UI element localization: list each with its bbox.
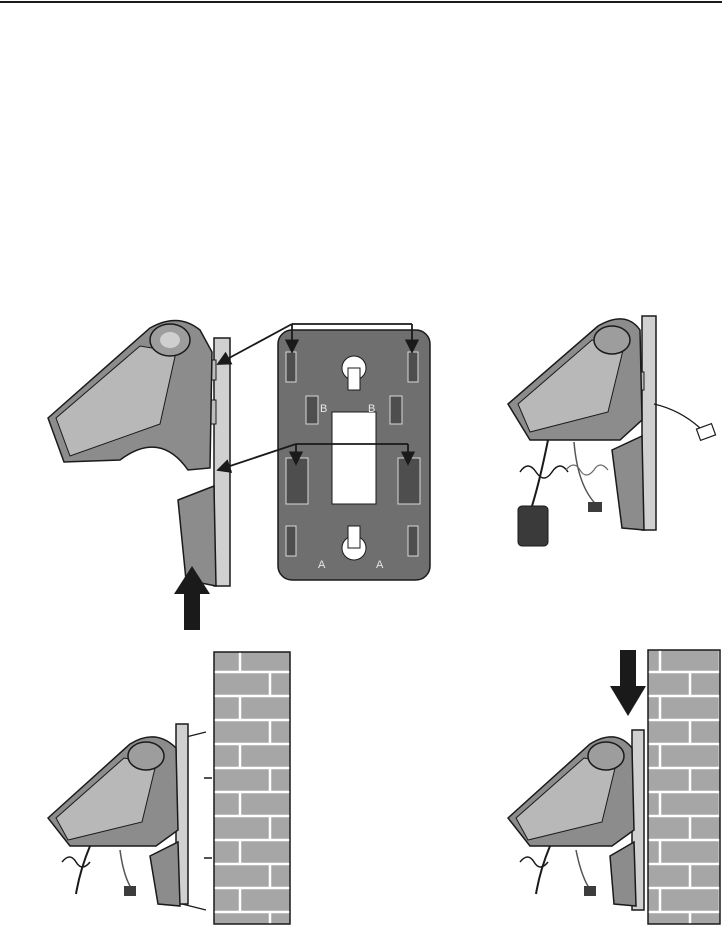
plate-label-b-left: B [320,403,327,415]
step3-base-beside-wall [48,724,212,910]
step2-base-with-cords [508,316,700,530]
step1-base-with-bracket [48,320,230,586]
power-adapter-icon [518,506,548,546]
plate-label-a-left: A [318,559,326,571]
phone-line-plug-icon [696,424,715,441]
plate-label-a-right: A [376,559,384,571]
step4-base-mounted [508,730,644,910]
brick-wall-icon-2 [648,650,720,924]
plate-label-b-right: B [368,403,375,415]
brick-wall-icon [214,652,290,924]
down-arrow-icon [610,650,646,716]
